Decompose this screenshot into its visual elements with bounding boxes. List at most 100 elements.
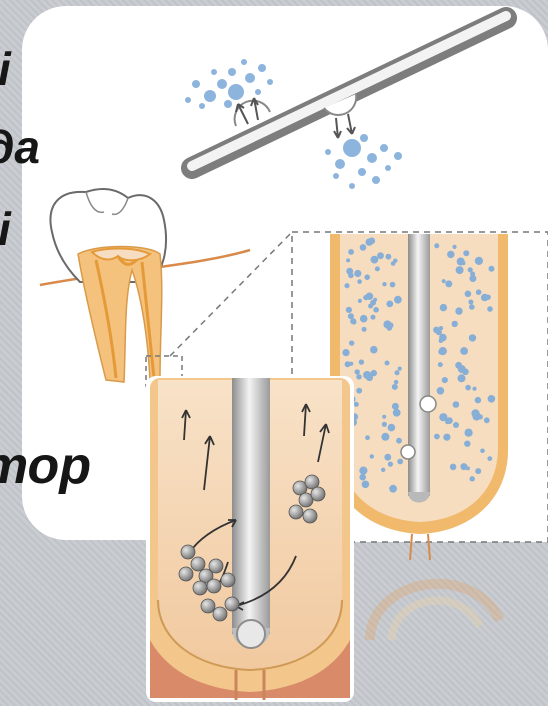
particle-icon [373,298,377,302]
particle-icon [362,481,370,489]
particle-icon [365,435,370,440]
particle-icon [225,597,239,611]
particle-icon [465,291,472,298]
particle-icon [359,359,364,364]
particle-icon [446,417,453,424]
particle-icon [386,254,392,260]
particle-icon [368,238,375,245]
particle-icon [359,467,367,475]
particle-icon [201,599,215,613]
particle-icon [303,509,317,523]
particle-icon [475,257,483,265]
particle-icon [458,374,466,382]
particle-icon [391,261,396,266]
particle-icon [311,487,325,501]
particle-icon [358,299,362,303]
particle-icon [382,422,387,427]
particle-icon [398,367,402,371]
particle-icon [466,466,470,470]
particle-icon [392,403,399,410]
particle-icon [434,243,439,248]
particle-icon [213,607,227,621]
particle-icon [370,454,374,458]
particle-icon [381,468,385,472]
particle-icon [465,385,471,391]
particle-icon [447,251,454,258]
particle-icon [465,429,473,437]
particle-icon [455,307,462,314]
particle-icon [364,274,370,280]
needle-vent-detail [185,16,506,189]
particle-icon [442,377,448,383]
particle-icon [209,559,223,573]
particle-icon [438,362,443,367]
particle-icon [485,295,490,300]
particle-icon [440,304,447,311]
particle-icon [472,412,480,420]
particle-icon [488,395,496,403]
particle-icon [179,567,193,581]
particle-icon [370,346,378,354]
particle-icon [487,456,492,461]
particle-icon [469,304,475,310]
particle-icon [354,270,361,277]
particle-icon [349,340,354,345]
tooth-icon [40,189,250,382]
particle-icon [453,401,460,408]
diagram-reflection [370,584,500,640]
particle-icon [382,282,386,286]
particle-icon [463,250,469,256]
particle-icon [472,387,476,391]
particle-icon [354,402,359,407]
particle-icon [349,362,353,366]
particle-icon [480,449,485,454]
particle-icon [221,573,235,587]
particle-icon [469,275,476,282]
particle-icon [394,296,402,304]
particle-icon [445,280,452,287]
particle-icon [450,464,457,471]
particle-icon [357,279,362,284]
particle-icon [371,315,376,320]
particle-icon [392,384,398,390]
particle-icon [396,438,402,444]
particle-icon [362,327,367,332]
particle-icon [452,321,458,327]
particle-icon [476,289,482,295]
particle-icon [475,397,481,403]
particle-icon [356,388,362,394]
particle-icon [394,380,398,384]
particle-icon [469,334,476,341]
particle-icon [346,268,353,275]
particle-icon [181,545,195,559]
particle-icon [359,474,366,481]
particle-icon [487,306,493,312]
particle-icon [360,315,368,323]
particle-icon [470,476,475,481]
particle-icon [355,369,360,374]
particle-icon [437,387,445,395]
particle-icon [453,422,459,428]
particle-icon [366,293,373,300]
particle-icon [371,370,377,376]
particle-icon [342,349,349,356]
particle-icon [384,454,391,461]
particle-icon [385,361,390,366]
particle-icon [348,249,354,255]
particle-icon [468,267,473,272]
particle-icon [439,326,443,330]
particle-icon [207,579,221,593]
particle-icon [388,424,396,432]
particle-icon [439,334,447,342]
particle-icon [382,415,386,419]
particle-icon [191,557,205,571]
particle-icon [475,468,481,474]
particle-icon [386,301,393,308]
particle-icon [363,371,371,379]
particle-icon [350,318,356,324]
particle-icon [389,485,397,493]
particle-icon [346,258,350,262]
particle-icon [443,434,450,441]
particle-icon [452,245,456,249]
